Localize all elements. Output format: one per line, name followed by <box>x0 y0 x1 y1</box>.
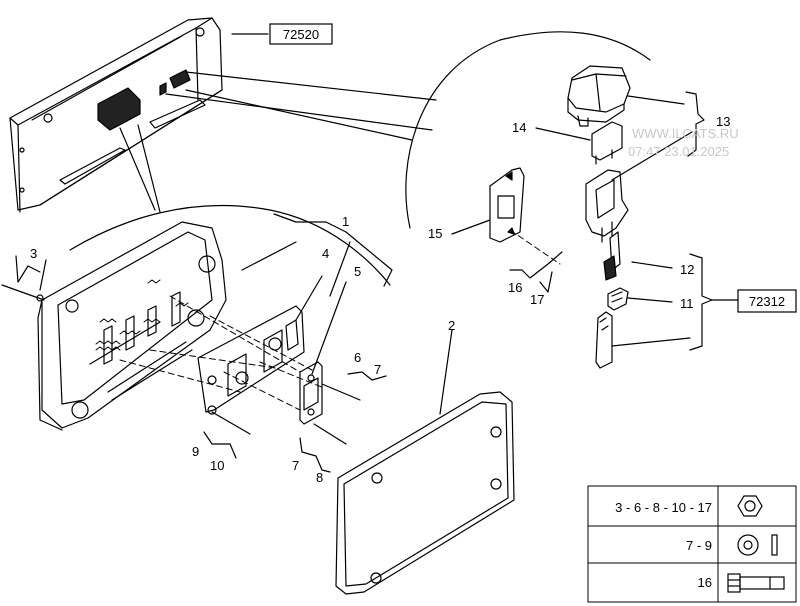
reference-box-top[interactable]: 72520 <box>269 23 333 45</box>
callout-2: 2 <box>448 318 455 333</box>
callout-11: 11 <box>680 296 694 311</box>
callout-1: 1 <box>342 214 349 229</box>
callout-13: 13 <box>716 114 730 129</box>
legend-row-1-label: 3 - 6 - 8 - 10 - 17 <box>615 500 712 515</box>
callout-16: 16 <box>508 280 522 295</box>
callout-7-right: 7 <box>374 362 381 377</box>
relay <box>567 65 631 127</box>
mounting-bracket <box>489 167 525 243</box>
bolt-icon <box>727 573 785 593</box>
fuse-box-base <box>37 221 227 431</box>
fuse-holder <box>585 169 629 243</box>
watermark-site: WWW.ILCATS.RU <box>632 126 739 141</box>
callout-17: 17 <box>530 292 544 307</box>
callout-6: 6 <box>354 350 361 365</box>
washer-icon <box>737 534 778 556</box>
callout-10: 10 <box>210 458 224 473</box>
legend-row-3-label: 16 <box>698 575 712 590</box>
legend-row-2-label: 7 - 9 <box>686 538 712 553</box>
wire-harness <box>595 311 691 369</box>
housing-connector <box>97 69 191 131</box>
reference-right-label: 72312 <box>749 294 785 309</box>
dashboard-housing <box>9 17 223 213</box>
callout-14: 14 <box>512 120 526 135</box>
grommet-11 <box>607 287 629 311</box>
reference-box-right[interactable]: 72312 <box>737 289 797 313</box>
callout-labels: 1 2 3 4 5 6 7 7 8 9 10 11 12 13 14 15 16… <box>30 114 730 485</box>
callout-9: 9 <box>192 444 199 459</box>
callout-12: 12 <box>680 262 694 277</box>
callout-8: 8 <box>316 470 323 485</box>
fastener-legend: 3 - 6 - 8 - 10 - 17 7 - 9 16 <box>587 485 797 603</box>
terminal-12 <box>603 231 621 281</box>
callout-4: 4 <box>322 246 329 261</box>
callout-3: 3 <box>30 246 37 261</box>
reference-top-label: 72520 <box>283 27 319 42</box>
callout-7-bottom: 7 <box>292 458 299 473</box>
fuse-box-cover <box>335 391 515 595</box>
stud-3 <box>1 284 45 302</box>
fuse-clip <box>299 361 323 425</box>
bus-plate <box>197 305 305 415</box>
watermark-stamp: 07:47 23.01.2025 <box>628 144 729 159</box>
terminal-springs <box>95 279 189 351</box>
hex-nut-icon <box>737 495 763 517</box>
callout-5: 5 <box>354 264 361 279</box>
blade-fuse <box>591 121 623 165</box>
callout-15: 15 <box>428 226 442 241</box>
